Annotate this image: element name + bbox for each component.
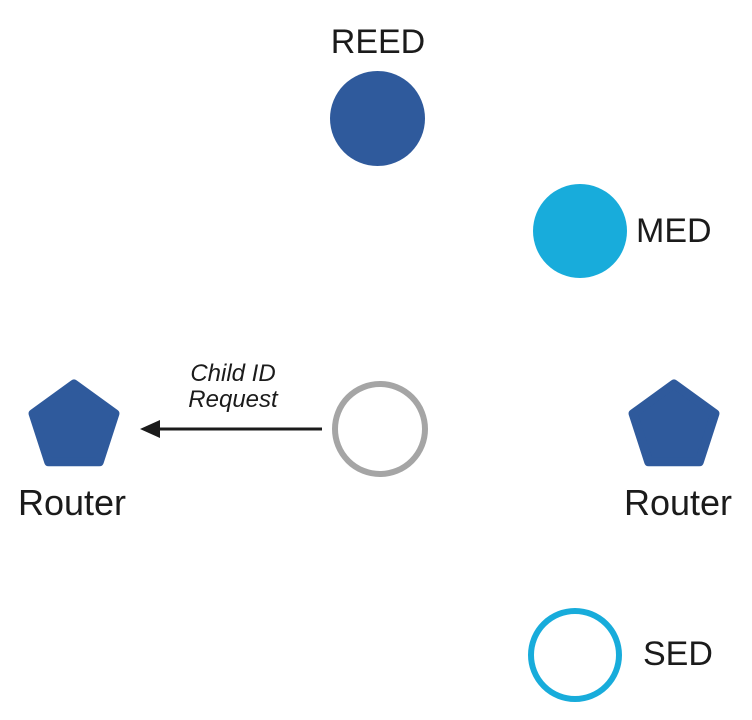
sed-node-circle: [528, 608, 622, 702]
child-id-request-arrow-icon: [140, 420, 322, 438]
arrow-head: [140, 420, 160, 438]
med-node-circle: [533, 184, 627, 278]
reed-label: REED: [330, 23, 426, 61]
reed-node-circle: [330, 71, 425, 166]
arrow-message-line1: Child ID: [190, 360, 276, 387]
router-left-label: Router: [17, 482, 127, 523]
sed-label: SED: [643, 635, 713, 673]
router-right-label: Router: [623, 482, 733, 523]
arrow-message: Child ID Request: [188, 361, 277, 413]
pentagon-shape: [28, 379, 120, 467]
med-label: MED: [636, 212, 712, 250]
arrow-message-line2: Request: [188, 386, 278, 413]
pentagon-shape: [628, 379, 720, 467]
router-left-pentagon-icon: [28, 379, 120, 467]
router-right-pentagon-icon: [628, 379, 720, 467]
parent-node-circle: [332, 381, 428, 477]
